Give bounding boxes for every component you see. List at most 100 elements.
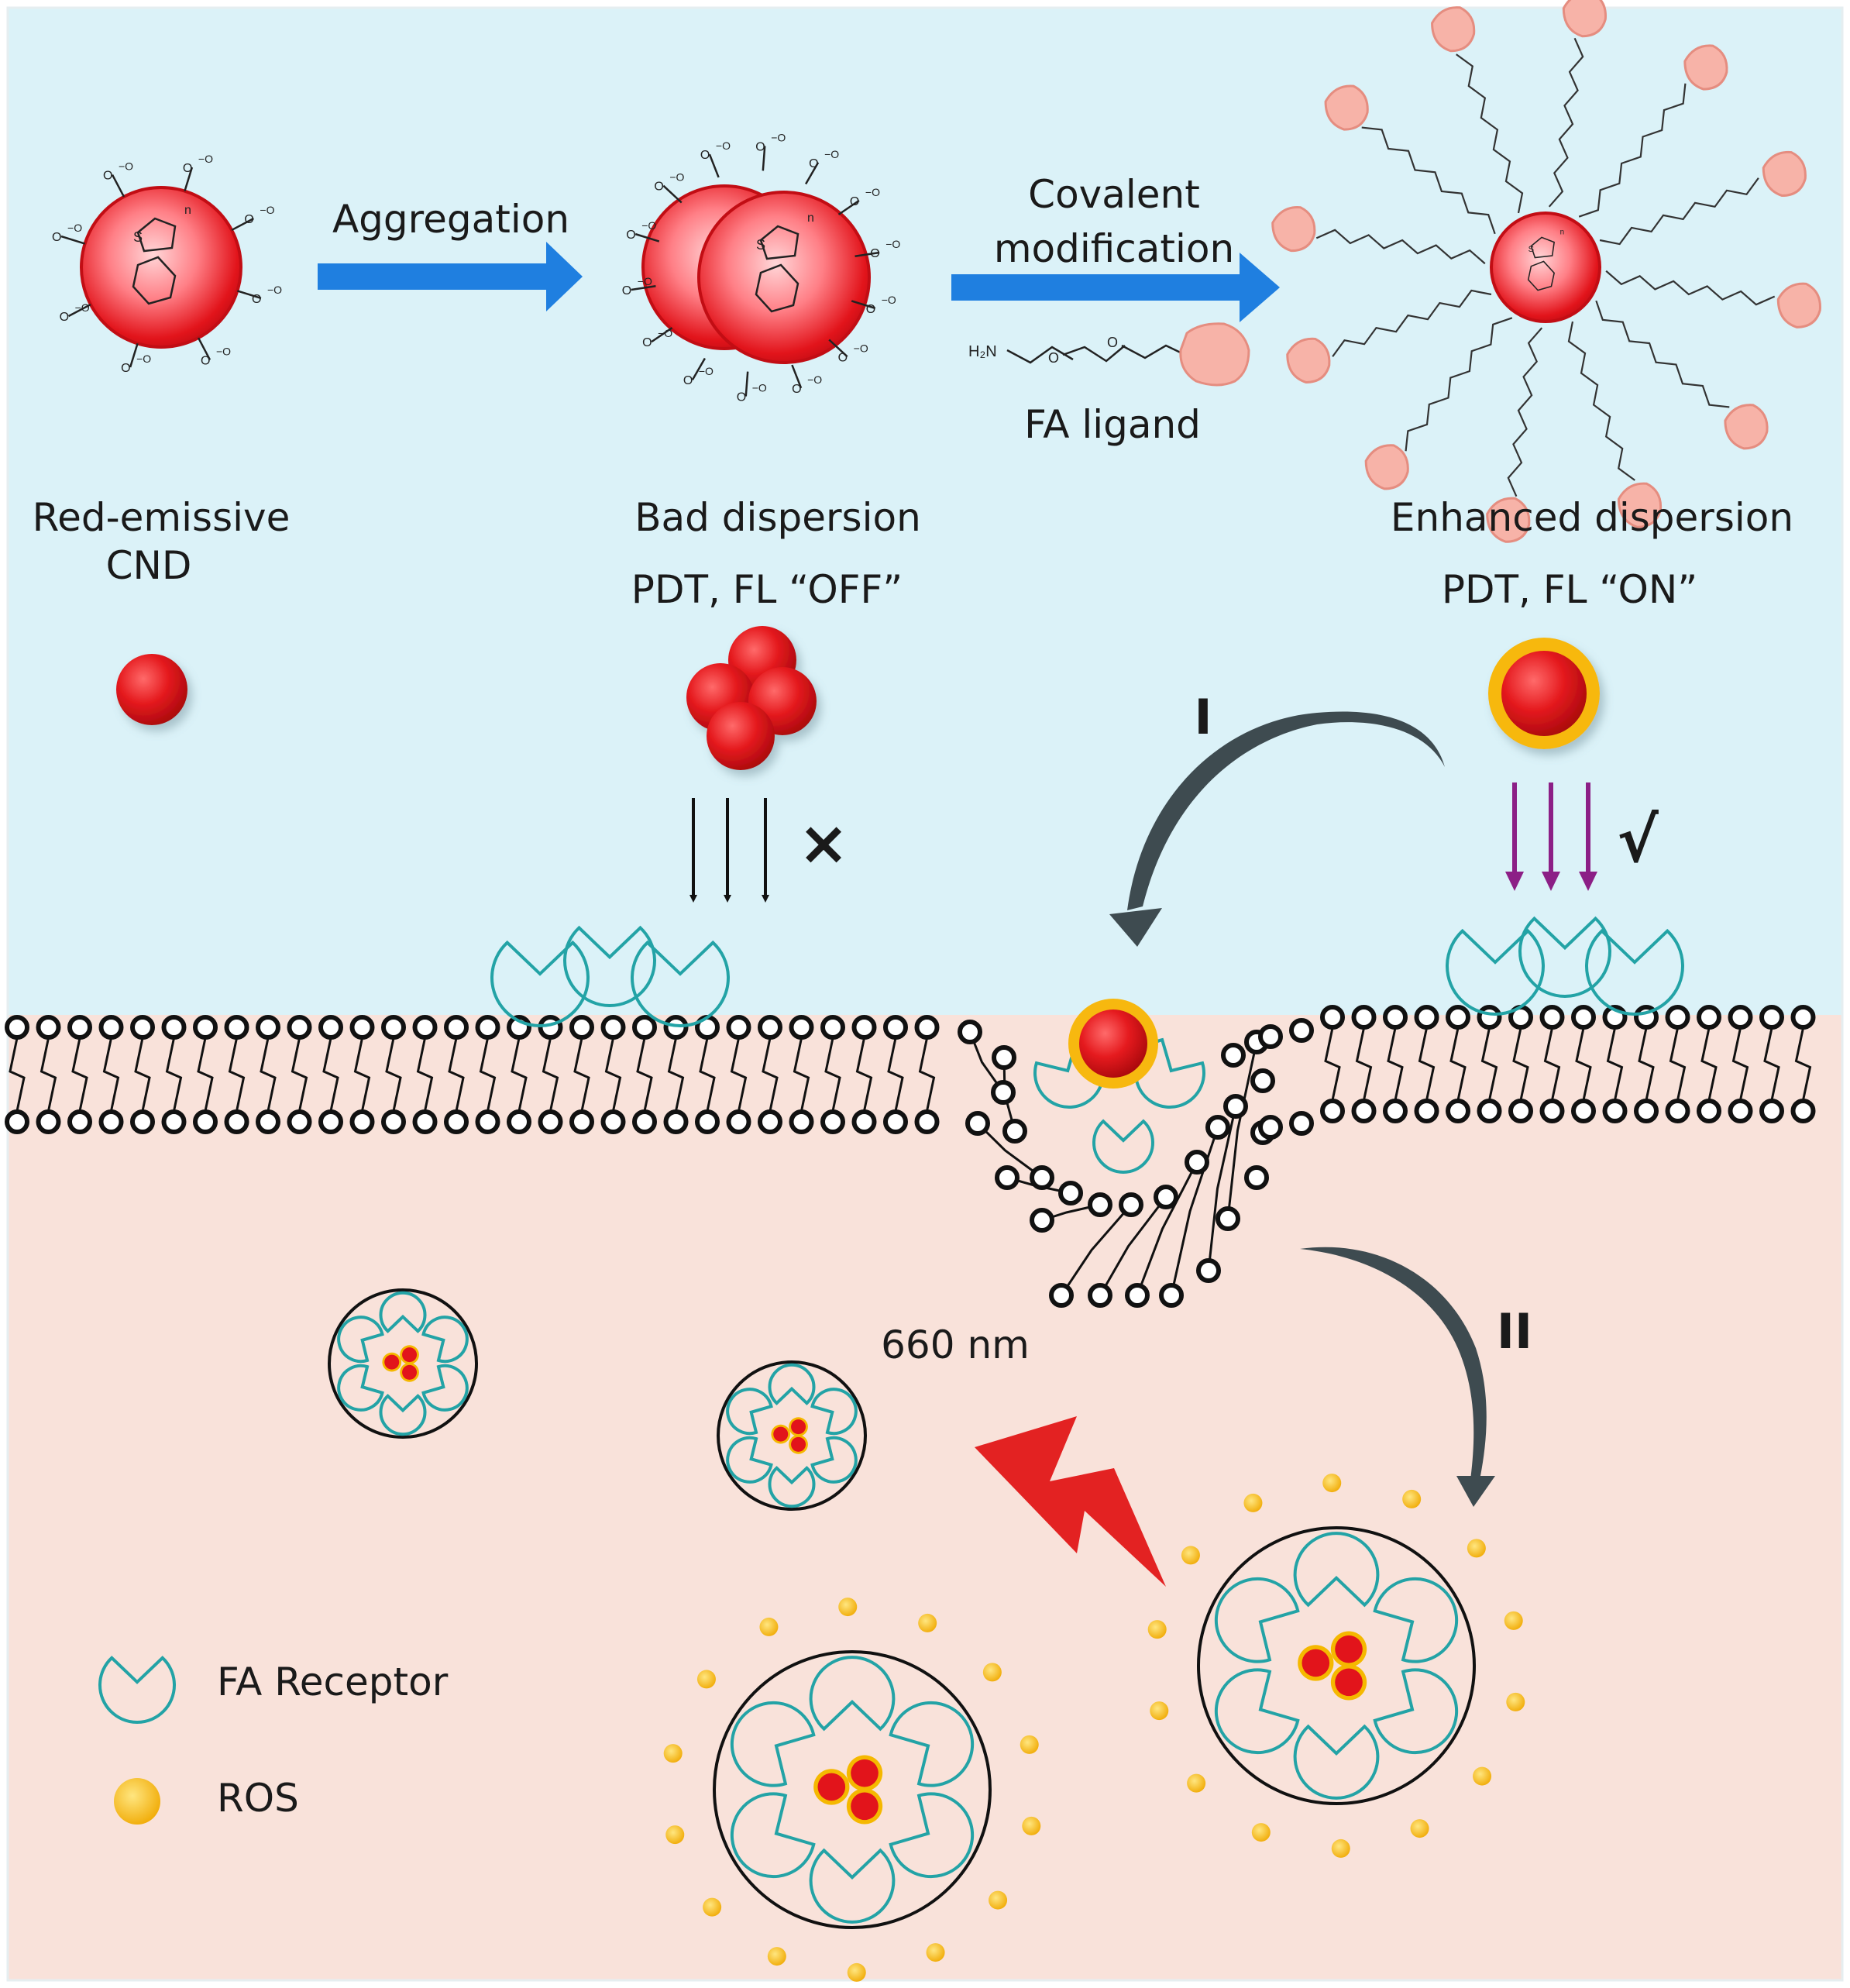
lipid-head (632, 1015, 657, 1040)
chem-label: O (60, 311, 69, 324)
lipid-head (1250, 1068, 1275, 1093)
lipid-head (287, 1109, 312, 1134)
chem-label: −O (267, 284, 282, 296)
folate-ligand (1562, 0, 1607, 38)
chem-label: −O (885, 238, 900, 250)
fa-receptor (1373, 1577, 1459, 1663)
lipid-head (67, 1015, 92, 1040)
pdt-fl-on-label: PDT, FL “ON” (1442, 567, 1697, 612)
chem-label: S (1528, 245, 1534, 254)
lipid-head (726, 1015, 751, 1040)
chem-label: −O (216, 345, 231, 357)
lipid-head (1258, 1115, 1283, 1140)
lipid-head (1221, 1043, 1246, 1068)
lipid-head (475, 1109, 500, 1134)
aggregated-cnd-cluster (686, 626, 817, 770)
fa-receptor-icon (98, 1656, 176, 1724)
lipid-head (1058, 1181, 1083, 1206)
chem-label: n (184, 204, 191, 217)
lipid-head (1216, 1206, 1240, 1231)
chem-label: S (756, 237, 765, 253)
lipid-head (965, 1111, 990, 1136)
lipid-head (444, 1015, 469, 1040)
chem-label: O (809, 157, 818, 170)
curved-arrow-step-ii (1300, 1247, 1495, 1507)
chem-label: −O (824, 148, 839, 160)
chem-label: −O (771, 131, 786, 143)
lipid-head (600, 1109, 626, 1134)
endosome (1147, 1474, 1525, 1858)
lipid-head (991, 1080, 1016, 1105)
lipid-head (958, 1020, 982, 1044)
ros-dot (1020, 1735, 1039, 1754)
lipid-head (1320, 1005, 1345, 1030)
ros-dot (767, 1947, 786, 1966)
lipid-head (851, 1015, 877, 1040)
chem-label: −O (865, 186, 880, 198)
lipid-head (1154, 1185, 1178, 1209)
endosome (717, 1360, 867, 1511)
fa-receptor (337, 1316, 384, 1364)
ros-dot (665, 1825, 685, 1845)
fa-ligand-label: FA ligand (1024, 402, 1201, 447)
lipid-head (1030, 1165, 1054, 1190)
lipid-head (1697, 1005, 1721, 1030)
ros-dot (838, 1598, 858, 1617)
ros-dot (982, 1663, 1002, 1682)
lipid-head (1125, 1283, 1150, 1308)
lipid-head (98, 1015, 124, 1040)
lipid-head (1223, 1094, 1248, 1119)
svg-text:O: O (1107, 335, 1118, 350)
folate-ligand (1431, 6, 1476, 53)
lipid-head (820, 1109, 845, 1134)
lipid-head (600, 1015, 626, 1040)
lipid-head (1446, 1005, 1470, 1030)
fa-receptor (1214, 1668, 1300, 1755)
chem-label: −O (669, 171, 684, 184)
lipid-head (914, 1109, 940, 1134)
lipid-head (569, 1015, 594, 1040)
fa-receptor (768, 1363, 816, 1405)
lipid-head (883, 1015, 908, 1040)
endosome (328, 1288, 478, 1439)
fa-receptor (421, 1364, 469, 1412)
lipid-head (820, 1015, 845, 1040)
ros-dot (663, 1744, 683, 1763)
fa-receptor (768, 1466, 816, 1508)
folate-ligand (1324, 84, 1369, 131)
lipid-head (36, 1109, 61, 1134)
folate-ligand (1617, 482, 1663, 528)
lipid-head (1383, 1099, 1408, 1123)
chem-label: O (654, 181, 663, 194)
chem-label: O (755, 140, 765, 153)
fa-receptor (809, 1656, 896, 1732)
aggregation-label: Aggregation (332, 197, 569, 242)
fa-receptor (1092, 1119, 1154, 1174)
check-mark: √ (1617, 804, 1659, 876)
lipid-head (758, 1015, 782, 1040)
endosome-vesicles (328, 1288, 1525, 1982)
ros-dot (1147, 1620, 1167, 1639)
chem-label: O (622, 284, 631, 298)
binding-arrows (1505, 782, 1597, 891)
folate-ligand (1486, 497, 1531, 543)
laser-lightning-icon (975, 1416, 1166, 1587)
ros-dot (918, 1613, 937, 1632)
lipid-head (224, 1109, 249, 1134)
lipid-head (1383, 1005, 1408, 1030)
single-cnd-sphere (116, 654, 187, 725)
lipid-head (1414, 1099, 1439, 1123)
lipid-head (1196, 1258, 1221, 1283)
fa-receptor (1585, 928, 1684, 1016)
chem-label: O (252, 293, 261, 306)
fa-receptor (889, 1792, 975, 1879)
folate-ligand (1271, 206, 1316, 253)
ros-dot (1506, 1692, 1525, 1711)
lipid-head (995, 1165, 1020, 1190)
ros-dot (1181, 1546, 1200, 1565)
lipid-head (381, 1109, 406, 1134)
ros-dot (1504, 1611, 1523, 1630)
chem-label: O (700, 149, 710, 162)
covalent-label: Covalent (1028, 172, 1200, 217)
